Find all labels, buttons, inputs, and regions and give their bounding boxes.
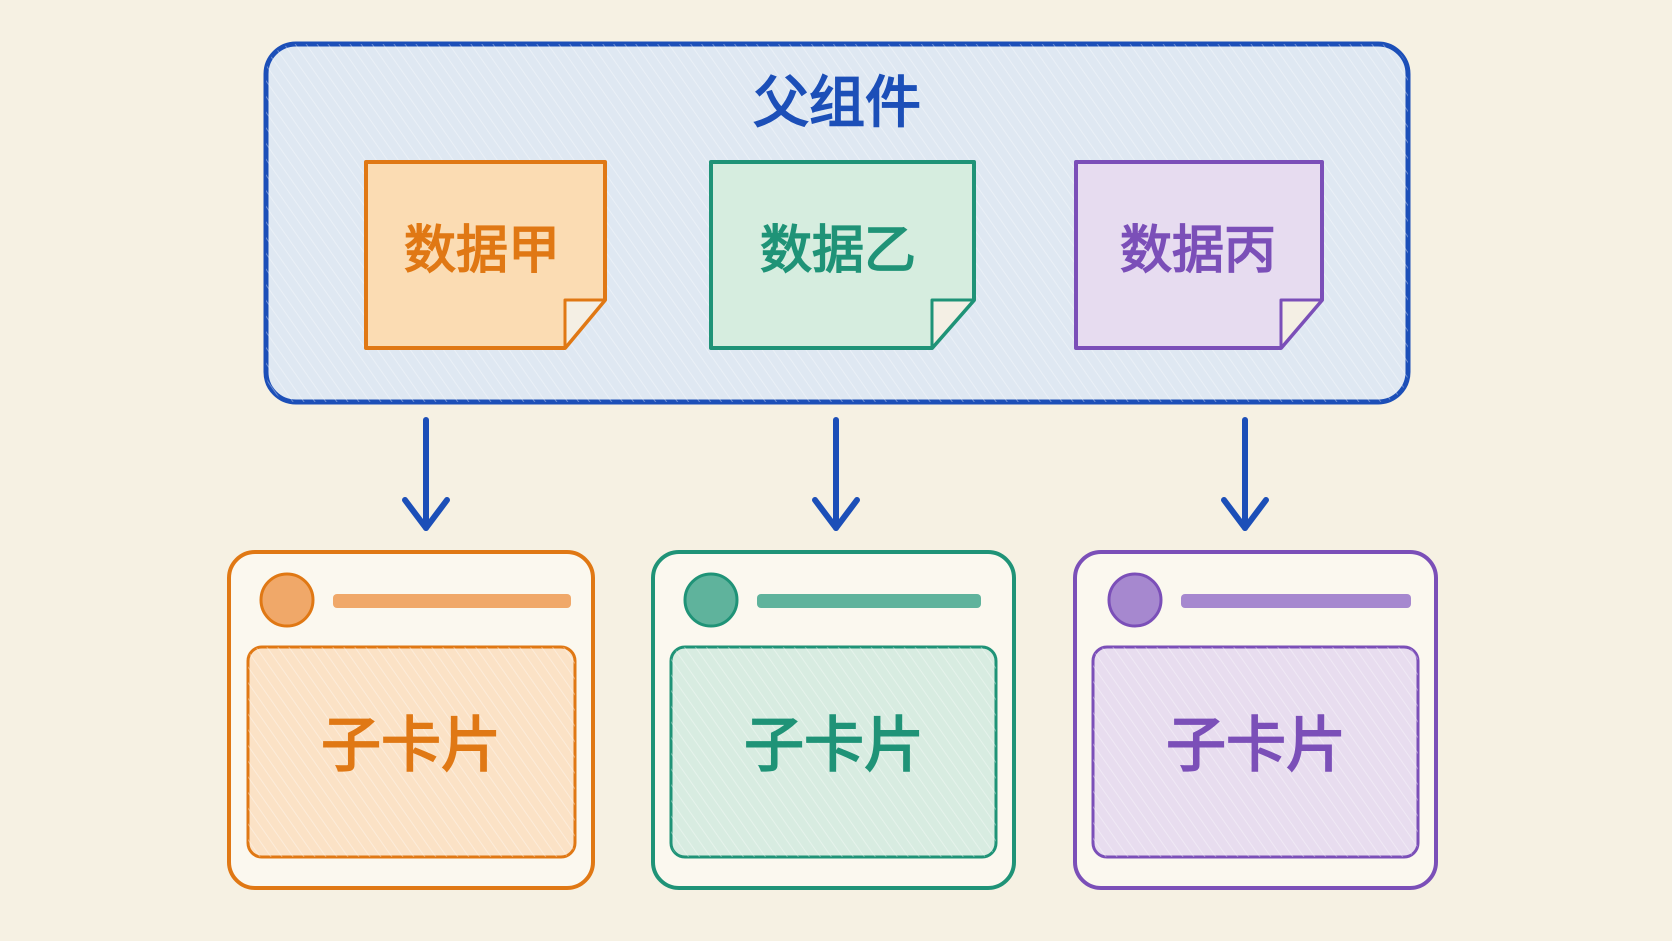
child-card: 子卡片 — [227, 550, 595, 890]
title-bar-placeholder — [1181, 594, 1411, 608]
child-card-label: 子卡片 — [744, 711, 924, 781]
child-card: 子卡片 — [1073, 550, 1438, 890]
down-arrow — [812, 417, 860, 531]
data-flow-arrows — [402, 417, 1269, 531]
parent-title: 父组件 — [753, 71, 921, 136]
down-arrow — [402, 417, 450, 531]
data-notes: 数据甲 数据乙 数据丙 — [364, 160, 1324, 350]
data-note-label: 数据丙 — [1120, 221, 1276, 281]
avatar-icon — [683, 572, 739, 628]
note-fold-corner — [563, 298, 607, 350]
card-content-hatch — [1093, 647, 1418, 857]
child-card-label: 子卡片 — [1166, 711, 1346, 781]
arrow-head — [1221, 497, 1269, 531]
data-note: 数据丙 — [1074, 160, 1324, 350]
avatar-icon — [1107, 572, 1163, 628]
child-card-label: 子卡片 — [321, 711, 501, 781]
data-note: 数据乙 — [709, 160, 976, 350]
note-fold-corner — [1279, 298, 1324, 350]
data-note-label: 数据甲 — [404, 221, 560, 281]
card-content-hatch — [671, 647, 996, 857]
child-card: 子卡片 — [651, 550, 1016, 890]
down-arrow — [1221, 417, 1269, 531]
child-cards: 子卡片 子卡片 子卡片 — [227, 550, 1438, 890]
data-note-label: 数据乙 — [760, 221, 916, 281]
avatar-icon — [259, 572, 315, 628]
data-note: 数据甲 — [364, 160, 607, 350]
note-fold-corner — [930, 298, 976, 350]
title-bar-placeholder — [333, 594, 571, 608]
title-bar-placeholder — [757, 594, 981, 608]
arrow-head — [402, 497, 450, 531]
card-content-hatch — [248, 647, 575, 857]
arrow-head — [812, 497, 860, 531]
